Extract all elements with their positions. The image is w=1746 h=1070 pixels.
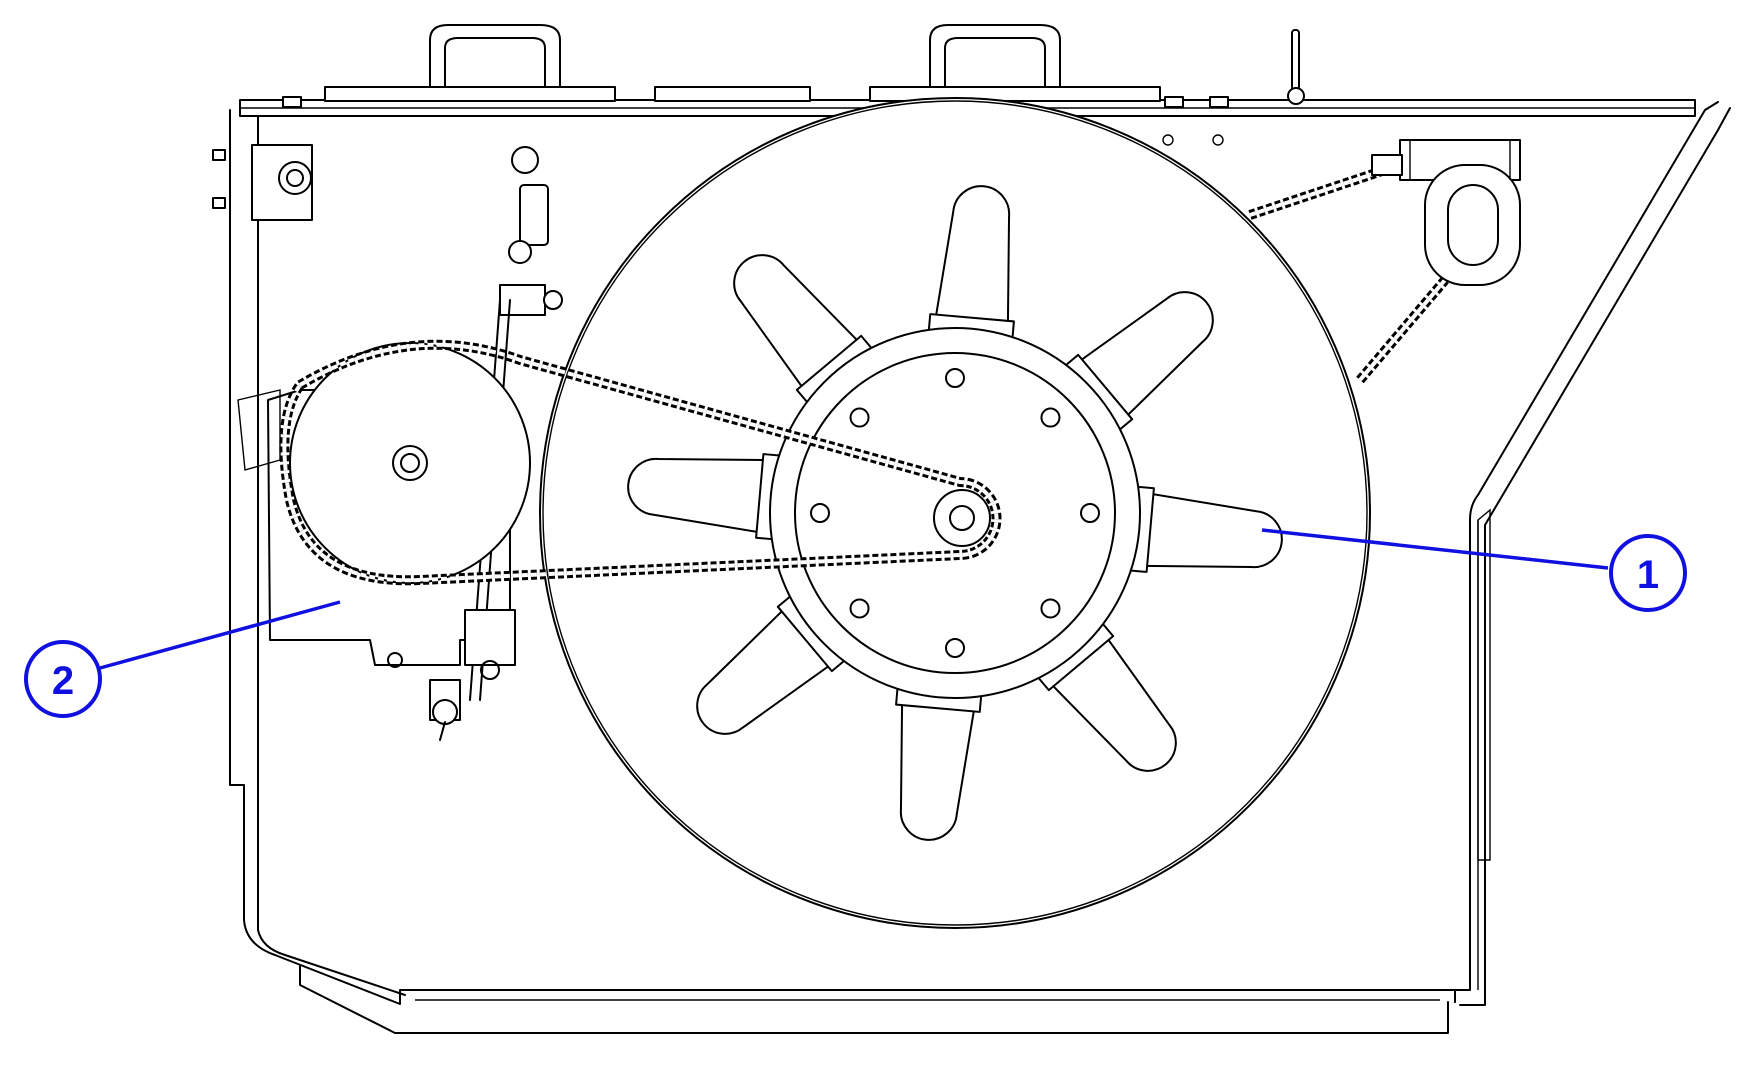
- hub-bolt: [945, 638, 965, 658]
- hub-bolt: [945, 368, 965, 388]
- lifting-handle-right: [654, 24, 1161, 102]
- hub-bolt: [1080, 503, 1100, 523]
- callout-1-leader: [1261, 528, 1609, 570]
- callout-2-leader: [99, 600, 341, 670]
- main-drive-chain-inner: [282, 342, 999, 583]
- callout-2-circle: [24, 640, 102, 718]
- top-bolts: [282, 96, 1229, 146]
- chain-drive-bracket: [237, 146, 563, 741]
- callout-2: 2: [24, 600, 341, 718]
- callout-1-circle: [1609, 534, 1687, 612]
- hub-bolt: [1040, 598, 1061, 619]
- pin-fitting: [1287, 29, 1305, 105]
- hub-bolts: [810, 368, 1100, 658]
- callout-1-label: 1: [1637, 553, 1659, 597]
- hub-bolt: [849, 598, 870, 619]
- hub-bolt: [849, 407, 870, 428]
- hub-bolt: [1040, 407, 1061, 428]
- bearing-block: [212, 144, 313, 221]
- fan-rotor: [539, 97, 1371, 929]
- right-chain-inner: [1358, 278, 1447, 382]
- callout-1: 1: [1261, 528, 1687, 612]
- lifting-handle-left: [324, 24, 616, 102]
- hub-bolt: [810, 503, 830, 523]
- gear-motor: [1371, 139, 1521, 286]
- callout-2-label: 2: [52, 659, 74, 703]
